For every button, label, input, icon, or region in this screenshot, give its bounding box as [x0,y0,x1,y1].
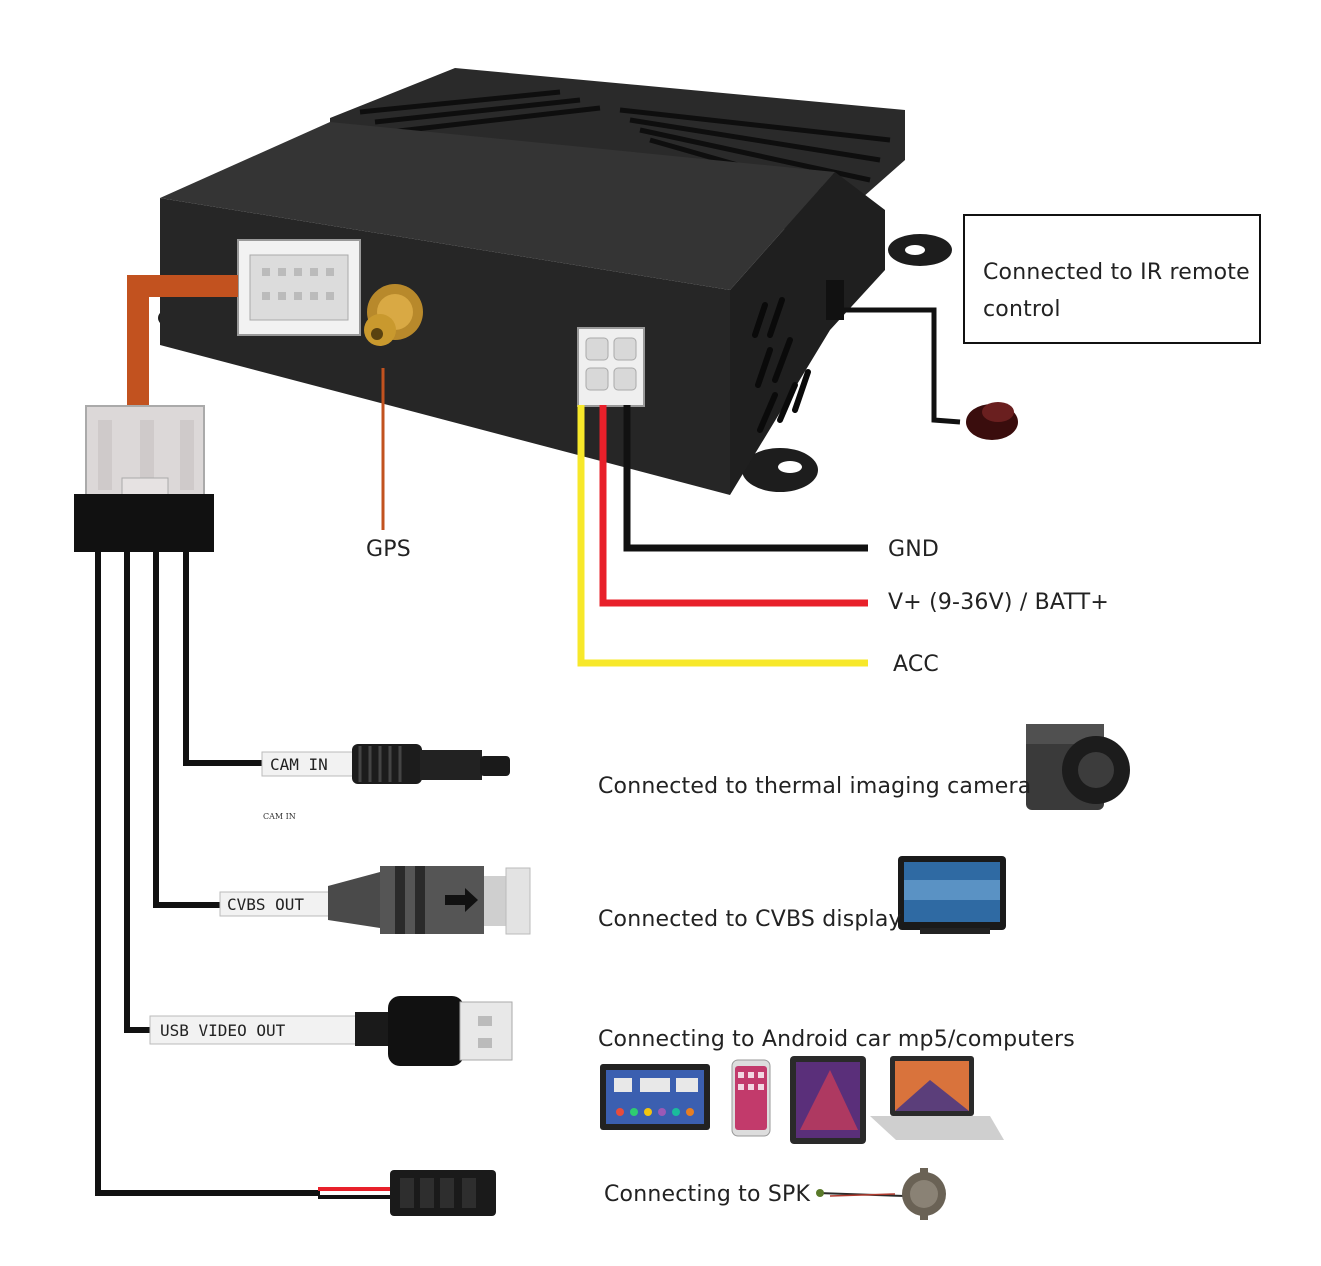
usb-video-out-tag: USB VIDEO OUT [160,1021,286,1040]
gnd-wire [623,405,868,552]
tablet-icon [790,1056,866,1144]
ir-wire [844,307,961,425]
laptop-icon [870,1056,1004,1140]
harness-connector-icon [74,405,214,552]
usb-plug-icon: USB VIDEO OUT [149,996,513,1066]
thermal-camera-icon [1026,724,1130,810]
vplus-wire [599,405,868,607]
cvbs-display-label: Connected to CVBS display [598,907,902,932]
cvbs-out-tag: CVBS OUT [227,895,304,914]
cam-in-tag: CAM IN [270,755,328,774]
vplus-label: V+ (9-36V) / BATT+ [888,590,1109,615]
car-head-unit-icon [600,1064,710,1130]
usb-wire [124,552,150,1033]
control-box-icon [158,68,952,495]
spk-wire [95,552,320,1196]
android-label: Connecting to Android car mp5/computers [598,1027,1075,1052]
cvbs-monitor-icon [898,856,1006,934]
smartphone-icon [731,1059,771,1137]
spk-label: Connecting to SPK [604,1182,811,1207]
cam-in-plug-icon: CAM IN [261,744,510,784]
gnd-label: GND [888,537,940,562]
ir-receiver-icon [966,402,1018,440]
speaker-icon [816,1168,946,1220]
acc-wire [577,405,868,667]
thermal-camera-label: Connected to thermal imaging camera [598,774,1032,799]
cam-in-caption: CAM IN [263,812,296,821]
ir-remote-callout: Connected to IR remote control [963,214,1261,344]
harness-lead-wire [127,275,238,410]
antenna-connector-icon [364,284,423,346]
cvbs-plug-icon: CVBS OUT [219,866,531,935]
ir-remote-label: Connected to IR remote control [983,260,1250,322]
gps-label: GPS [366,537,411,562]
cam-in-wire [183,552,270,766]
cvbs-out-wire [153,552,225,908]
acc-label: ACC [893,652,939,677]
spk-plug-icon [318,1170,496,1216]
